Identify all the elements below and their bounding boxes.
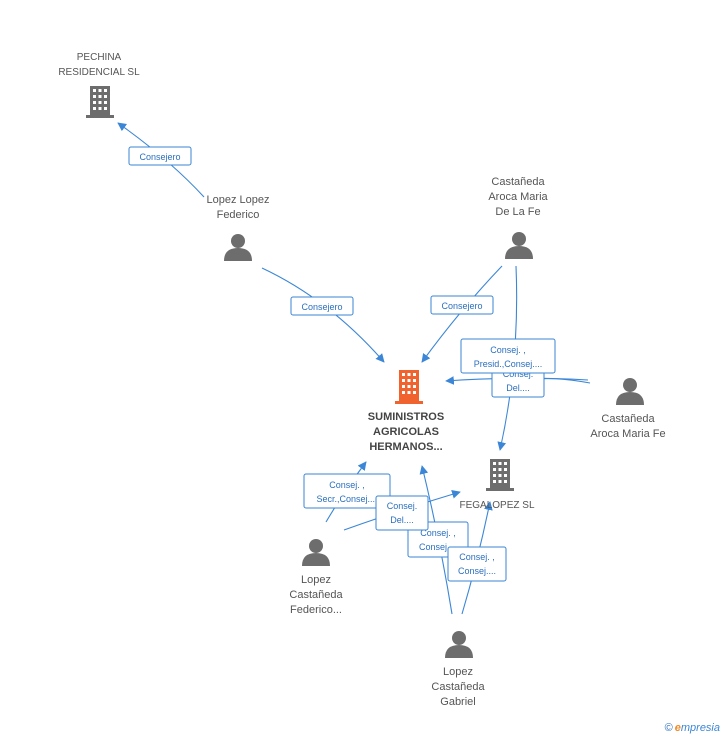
edge-label-text: Consej.... [419,542,457,552]
node-label: Castañeda [289,589,343,601]
edge-label-text: Consej.... [458,566,496,576]
building-icon [86,86,114,118]
node-castaneda-aroca-maria-fe[interactable]: Castañeda Aroca Maria Fe [590,378,666,440]
edge-label-consejero-lopez[interactable]: Consejero [290,296,354,316]
node-pechina[interactable]: PECHINA RESIDENCIAL SL [58,52,140,118]
edge-label-text: Presid.,Consej.... [474,359,543,369]
person-icon [505,232,533,259]
edge-label-text: Consejero [139,152,180,162]
node-label: Castañeda [431,681,485,693]
empresia-logo[interactable]: ©empresia [665,722,720,734]
building-icon [486,459,514,491]
node-label: Lopez [443,666,473,678]
node-label: Lopez [301,574,331,586]
brand-initial: e [674,722,681,734]
node-label: Lopez Lopez [207,194,270,206]
node-label: Gabriel [440,696,475,708]
node-lopez-castaneda-federico[interactable]: Lopez Castañeda Federico... [289,539,343,616]
node-label: PECHINA [77,52,122,63]
node-label: Aroca Maria [488,191,548,203]
node-label: RESIDENCIAL SL [58,67,140,78]
node-label: Federico [217,209,260,221]
person-icon [445,631,473,658]
edge-label-consej-secr[interactable]: Consej. , Secr.,Consej.... [303,473,391,509]
edge-label-consejero-castaneda[interactable]: Consejero [430,295,494,315]
node-label: Castañeda [491,176,545,188]
person-icon [616,378,644,405]
node-lopez-lopez-federico[interactable]: Lopez Lopez Federico [207,194,270,261]
edge-label-text: Consejero [301,302,342,312]
node-fegalopez[interactable]: FEGALOPEZ SL [459,459,535,511]
edge-label-text: Consej. , [490,345,526,355]
edge-label-text: Consejero [441,301,482,311]
edge-label-text: Consej. , [420,528,456,538]
node-label: SUMINISTROS [368,411,444,423]
node-lopez-castaneda-gabriel[interactable]: Lopez Castañeda Gabriel [431,631,485,708]
edge-label-text: Consej. [387,501,418,511]
edge-label-text: Consej. [503,369,534,379]
node-suministros-agricolas[interactable]: SUMINISTROS AGRICOLAS HERMANOS... [368,370,444,453]
node-castaneda-aroca-maria-de-la-fe[interactable]: Castañeda Aroca Maria De La Fe [488,176,549,259]
node-label: Aroca Maria Fe [590,428,665,440]
copyright-symbol: © [664,722,673,734]
node-label: Castañeda [601,413,655,425]
edge-label-text: Consej. , [459,552,495,562]
edge-label-consej-del-fed[interactable]: Consej. Del.... [375,495,429,531]
edge-label-text: Consej. , [329,480,365,490]
edge-label-consej-presid[interactable]: Consej. , Presid.,Consej.... [460,338,556,374]
person-icon [224,234,252,261]
edge-label-consej-consej-b[interactable]: Consej. , Consej.... [447,546,507,582]
node-label: HERMANOS... [369,441,442,453]
node-label: FEGALOPEZ SL [459,500,534,511]
edge-label-text: Del.... [506,383,530,393]
node-label: AGRICOLAS [373,426,439,438]
edge-label-consejero-pechina[interactable]: Consejero [128,146,192,166]
edge-label-text: Secr.,Consej.... [316,494,377,504]
node-label: Federico... [290,604,342,616]
person-icon [302,539,330,566]
edge-labels: Consejero Consejero Consejero Consej. De… [128,146,556,582]
building-icon [395,370,423,404]
edge-label-text: Del.... [390,515,414,525]
brand-name: mpresia [680,722,720,734]
node-label: De La Fe [495,206,540,218]
